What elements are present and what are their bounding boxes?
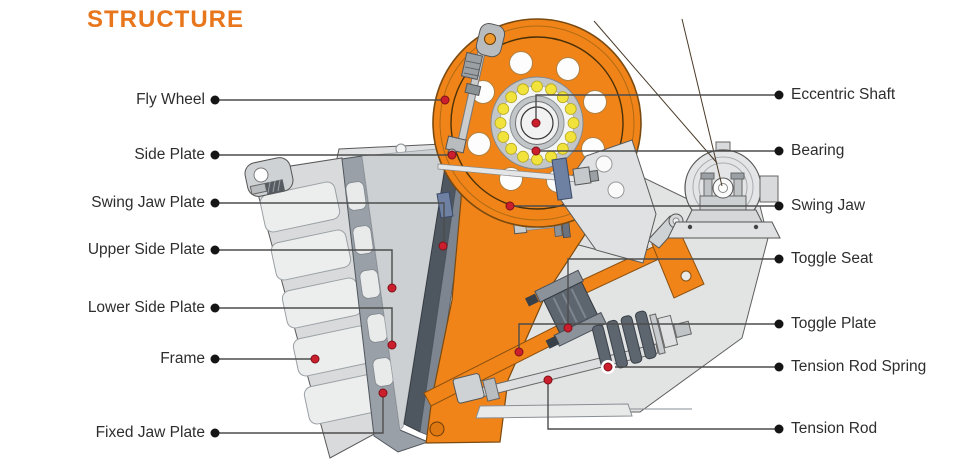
upper-tie-rod bbox=[436, 157, 600, 219]
label-tension-rod: Tension Rod bbox=[791, 420, 878, 437]
label-fly-wheel: Fly Wheel bbox=[136, 91, 205, 108]
leader-toggle-seat bbox=[567, 258, 775, 328]
leader-toggle-plate bbox=[518, 323, 775, 352]
label-bearing: Bearing bbox=[791, 142, 845, 159]
frame bbox=[244, 147, 449, 459]
label-dots bbox=[210, 90, 784, 438]
label-tension-rod-spring: Tension Rod Spring bbox=[791, 358, 927, 375]
label-eccentric-shaft: Eccentric Shaft bbox=[791, 86, 896, 103]
cheek-plates bbox=[361, 147, 449, 431]
label-toggle-plate: Toggle Plate bbox=[791, 315, 877, 332]
leader-swing-jaw-plate bbox=[219, 202, 445, 246]
label-upper-side-plate: Upper Side Plate bbox=[87, 241, 205, 258]
wedge-clamp-lower bbox=[436, 191, 454, 219]
label-swing-jaw: Swing Jaw bbox=[791, 197, 866, 214]
frame-lug bbox=[244, 157, 294, 197]
label-lower-side-plate: Lower Side Plate bbox=[87, 299, 205, 316]
page-title: STRUCTURE bbox=[87, 6, 244, 33]
leader-fixed-jaw-plate bbox=[219, 393, 384, 434]
leader-lower-side-plate bbox=[219, 307, 393, 345]
wedge-clamp bbox=[551, 157, 573, 201]
label-swing-jaw-plate: Swing Jaw Plate bbox=[91, 194, 205, 211]
leader-tension-rod bbox=[547, 380, 775, 430]
label-frame: Frame bbox=[160, 350, 205, 367]
marker-dots bbox=[310, 95, 615, 398]
leader-eccentric-shaft bbox=[535, 94, 775, 123]
pillow-block-bearing bbox=[667, 141, 781, 239]
top-support-rod bbox=[445, 22, 506, 158]
leader-upper-side-plate bbox=[219, 249, 393, 288]
label-fixed-jaw-plate: Fixed Jaw Plate bbox=[95, 424, 205, 441]
base-ground bbox=[475, 403, 692, 419]
projection-lines bbox=[593, 18, 723, 187]
label-toggle-seat: Toggle Seat bbox=[791, 250, 873, 267]
label-side-plate: Side Plate bbox=[134, 146, 205, 163]
leader-lines bbox=[219, 94, 775, 434]
